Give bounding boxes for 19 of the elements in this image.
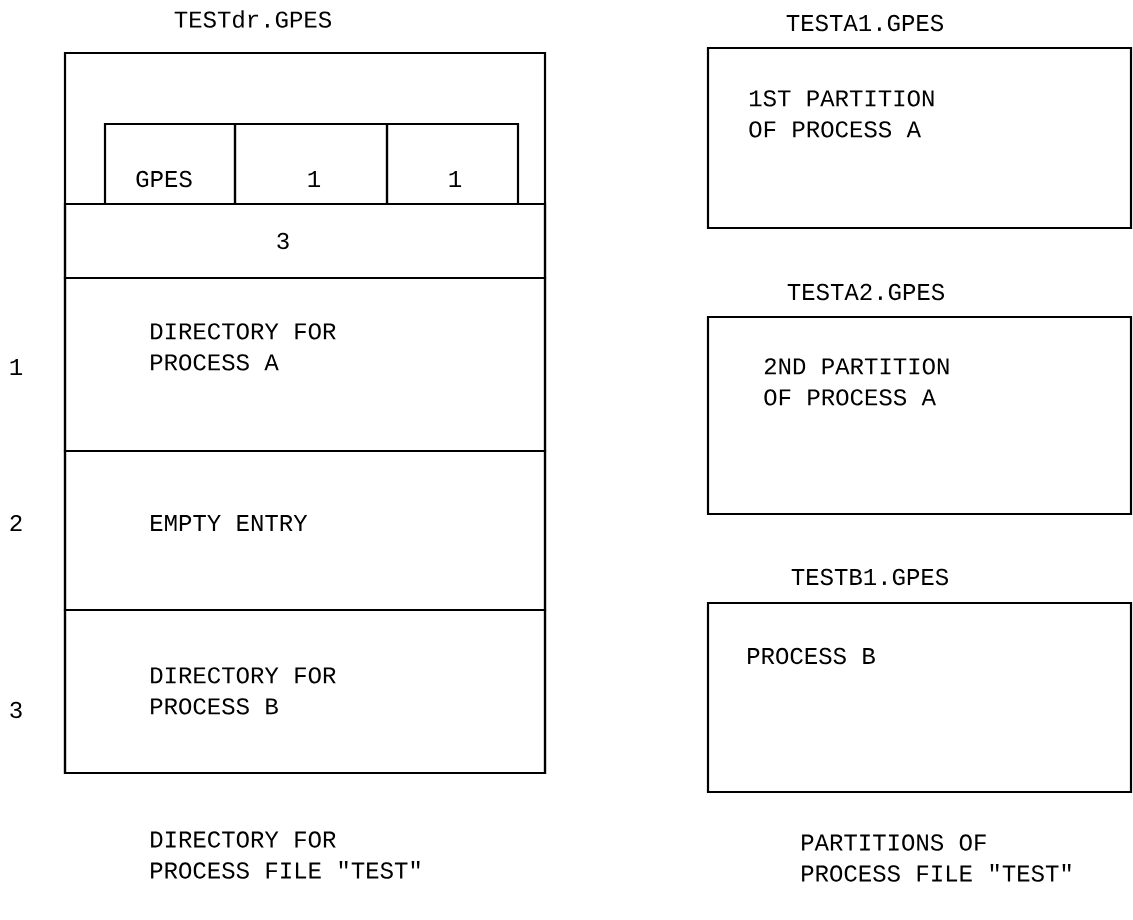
file-name: TESTA2.GPES: [787, 283, 944, 301]
caption: PARTITIONS OF PROCESS FILE "TEST": [802, 834, 1071, 882]
box-text: 3: [277, 232, 289, 250]
box-text: 2ND PARTITION OF PROCESS A: [764, 358, 949, 406]
box-text: EMPTY ENTRY: [151, 515, 308, 531]
file-name: TESTA1.GPES: [786, 14, 943, 32]
box-text: PROCESS B: [748, 647, 875, 665]
box-text: 1: [449, 171, 462, 187]
box-text: DIRECTORY FOR PROCESS B: [151, 667, 336, 715]
row-number: 1: [10, 359, 23, 375]
box-text: DIRECTORY FOR PROCESS A: [151, 323, 336, 371]
row-number: 2: [10, 515, 22, 531]
file-name: TESTB1.GPES: [791, 568, 948, 586]
box-text: GPES: [136, 170, 192, 188]
box-text: 1ST PARTITION OF PROCESS A: [749, 90, 934, 138]
row-number: 3: [10, 701, 22, 719]
caption: DIRECTORY FOR PROCESS FILE "TEST": [151, 831, 420, 879]
box-text: 1: [308, 171, 321, 187]
file-name: TESTdr.GPES: [174, 10, 331, 28]
